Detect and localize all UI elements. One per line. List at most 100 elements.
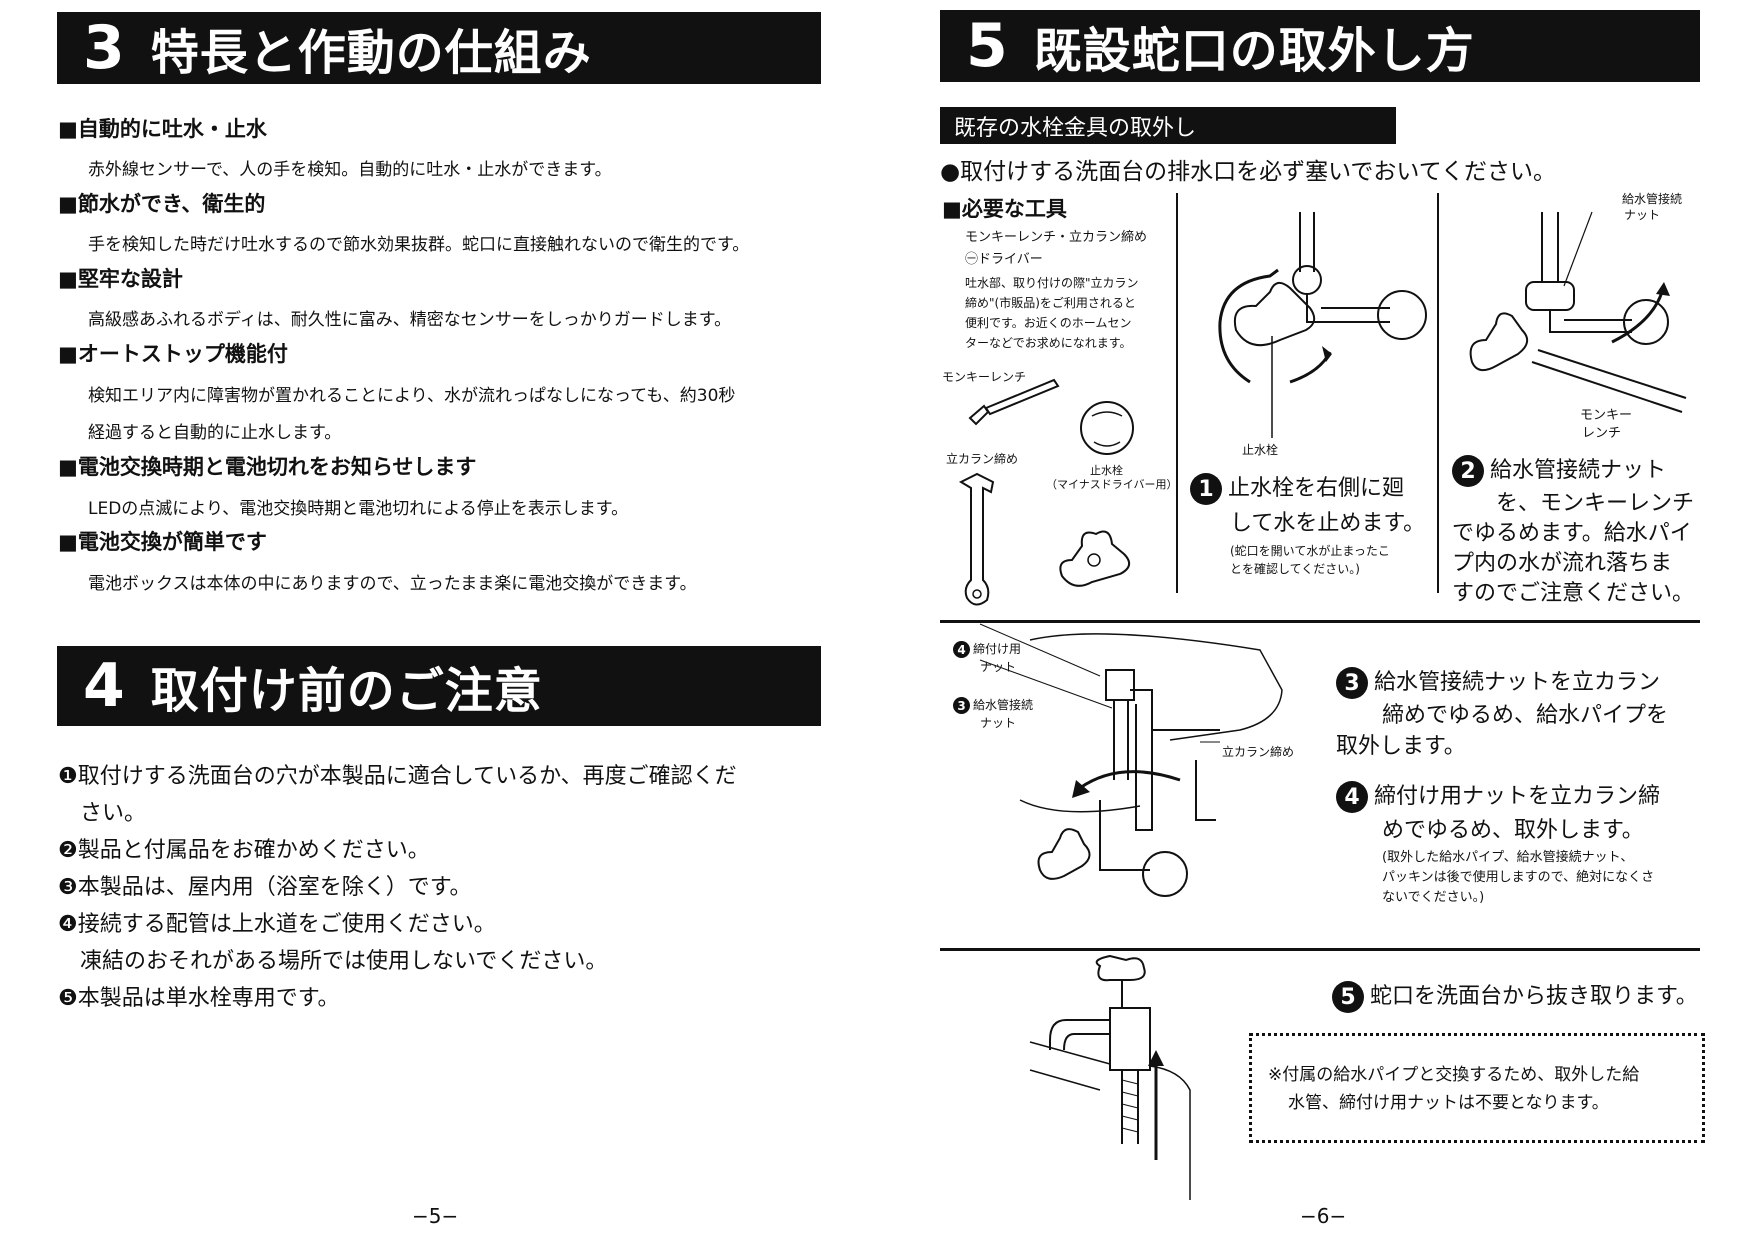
feature-heading: ■節水ができ、衛生的 [58, 192, 266, 216]
caution-item: ❸本製品は、屋内用（浴室を除く）です。 [58, 875, 472, 900]
section-5-title: 既設蛇口の取外し方 [1033, 23, 1475, 79]
feature-text: 高級感あふれるボディは、耐久性に富み、精密なセンサーをしっかりガードします。 [88, 310, 732, 330]
wrench-label: モンキーレンチ [942, 370, 1027, 384]
tools-line: モンキーレンチ・立カラン締め [965, 230, 1148, 245]
step5-text: 蛇口を洗面台から抜き取ります。 [1370, 984, 1698, 1009]
dotted-note-box [1249, 1033, 1705, 1143]
page-number: −5− [412, 1204, 459, 1228]
step4-note: ないでください。) [1382, 890, 1485, 905]
step2-nut-label: 給水管接続 [1622, 192, 1683, 206]
tools-note: 締め"(市販品)をご利用されると [965, 296, 1136, 310]
column-divider [1176, 193, 1178, 593]
section-3-title: 特長と作動の仕組み [150, 25, 592, 81]
removal-diagram-illustration [1020, 630, 1300, 950]
feature-heading: ■電池交換が簡単です [58, 530, 267, 554]
section-5-number: 5 [966, 11, 1008, 81]
bullet-instruction: ●取付けする洗面台の排水口を必ず塞いでおいてください。 [940, 159, 1556, 185]
diag-number: 4 [953, 641, 970, 658]
section-3-header: 3 特長と作動の仕組み [57, 12, 821, 84]
step2-wrench-label: レンチ [1582, 426, 1622, 441]
step1-stopcock-label: 止水栓 [1242, 443, 1279, 457]
feature-text: 検知エリア内に障害物が置かれることにより、水が流れっぱなしになっても、約30秒 [88, 386, 736, 406]
step4-number: 4 [1336, 781, 1368, 813]
step2-line: プ内の水が流れ落ちま [1452, 551, 1673, 576]
karan-wrench-illustration [955, 470, 1015, 610]
section-4-title: 取付け前のご注意 [150, 663, 543, 719]
stopcock-valve-illustration [1072, 398, 1142, 458]
step1-note: とを確認してください。) [1230, 562, 1360, 576]
step2-line: を、モンキーレンチ [1496, 491, 1695, 516]
step2-line: でゆるめます。給水パイ [1452, 521, 1692, 546]
step5-number: 5 [1332, 981, 1364, 1013]
caution-item: ❹接続する配管は上水道をご使用ください。 [58, 912, 496, 937]
step2-line: 給水管接続ナット [1490, 458, 1667, 483]
feature-text: LEDの点滅により、電池交換時期と電池切れによる停止を表示します。 [88, 499, 629, 519]
caution-item: さい。 [80, 801, 147, 826]
monkey-wrench-illustration [964, 376, 1064, 436]
step1-stopcock-illustration [1190, 212, 1430, 442]
tools-note: 便利です。お近くのホームセン [965, 316, 1132, 330]
step2-wrench-label: モンキー [1580, 408, 1633, 423]
section-5-header: 5 既設蛇口の取外し方 [940, 10, 1700, 82]
diag-number: 3 [953, 697, 970, 714]
step4-line: 締付け用ナットを立カラン締 [1374, 784, 1661, 809]
karan-label: 立カラン締め [946, 452, 1019, 466]
step3-line: 給水管接続ナットを立カラン [1374, 670, 1661, 695]
feature-text: 経過すると自動的に止水します。 [88, 423, 342, 443]
caution-item: 凍結のおそれがある場所では使用しないでください。 [80, 949, 608, 974]
tools-line: ㊀ドライバー [965, 252, 1043, 267]
tools-note: ターなどでお求めになれます。 [965, 336, 1132, 350]
step1-line: 止水栓を右側に廻 [1228, 476, 1405, 501]
step4-note: (取外した給水パイプ、給水管接続ナット、 [1382, 850, 1634, 865]
caution-item: ❺本製品は単水栓専用です。 [58, 986, 340, 1011]
diag-label-text: 給水管接続 [973, 698, 1034, 712]
step2-number: 2 [1452, 455, 1484, 487]
stopcock-sublabel: （マイナスドライバー用） [1046, 478, 1178, 491]
step4-note: パッキンは後で使用しますので、絶対になくさ [1382, 870, 1655, 885]
column-divider [1437, 193, 1439, 593]
step3-line: 取外します。 [1336, 734, 1466, 759]
handle-valve-illustration [1052, 516, 1142, 596]
section-divider [940, 948, 1700, 951]
diag-label-text: ナット [980, 716, 1017, 730]
feature-text: 手を検知した時だけ吐水するので節水効果抜群。蛇口に直接触れないので衛生的です。 [88, 235, 750, 255]
feature-heading: ■自動的に吐水・止水 [58, 117, 267, 141]
faucet-removal-illustration [1030, 960, 1230, 1200]
diag-label-text: 締付け用 [973, 642, 1022, 656]
step1-note: (蛇口を開いて水が止まったこ [1230, 544, 1390, 558]
step4-line: めでゆるめ、取外します。 [1382, 818, 1644, 843]
feature-heading: ■堅牢な設計 [58, 267, 183, 291]
box-note-line: ※付属の給水パイプと交換するため、取外した給 [1268, 1065, 1640, 1085]
section-divider [940, 620, 1700, 623]
step3-line: 締めでゆるめ、給水パイプを [1382, 703, 1669, 728]
step2-nut-label: ナット [1624, 208, 1661, 222]
section-4-header: 4 取付け前のご注意 [57, 646, 821, 726]
stopcock-label: 止水栓 [1090, 464, 1123, 477]
step1-line: して水を止めます。 [1230, 511, 1426, 536]
step1-number: 1 [1190, 473, 1222, 505]
step2-nut-wrench-illustration [1452, 212, 1692, 412]
subsection-header: 既存の水栓金具の取外し [940, 107, 1396, 144]
tools-heading: ■必要な工具 [942, 197, 1067, 221]
box-note-line: 水管、締付け用ナットは不要となります。 [1288, 1093, 1609, 1113]
caution-item: ❷製品と付属品をお確かめください。 [58, 838, 430, 863]
section-3-number: 3 [83, 13, 125, 83]
step2-line: すのでご注意ください。 [1452, 581, 1695, 606]
caution-item: ❶取付けする洗面台の穴が本製品に適合しているか、再度ご確認くだ [58, 764, 737, 789]
tools-note: 吐水部、取り付けの際"立カラン [965, 276, 1139, 290]
feature-heading: ■オートストップ機能付 [58, 342, 288, 366]
diag-label-karan: 立カラン締め [1222, 745, 1295, 759]
page-number: −6− [1300, 1204, 1347, 1228]
section-4-number: 4 [83, 651, 125, 721]
step3-number: 3 [1336, 667, 1368, 699]
feature-text: 電池ボックスは本体の中にありますので、立ったまま楽に電池交換ができます。 [88, 574, 697, 594]
feature-heading: ■電池交換時期と電池切れをお知らせします [58, 455, 477, 479]
feature-text: 赤外線センサーで、人の手を検知。自動的に吐水・止水ができます。 [88, 160, 612, 180]
